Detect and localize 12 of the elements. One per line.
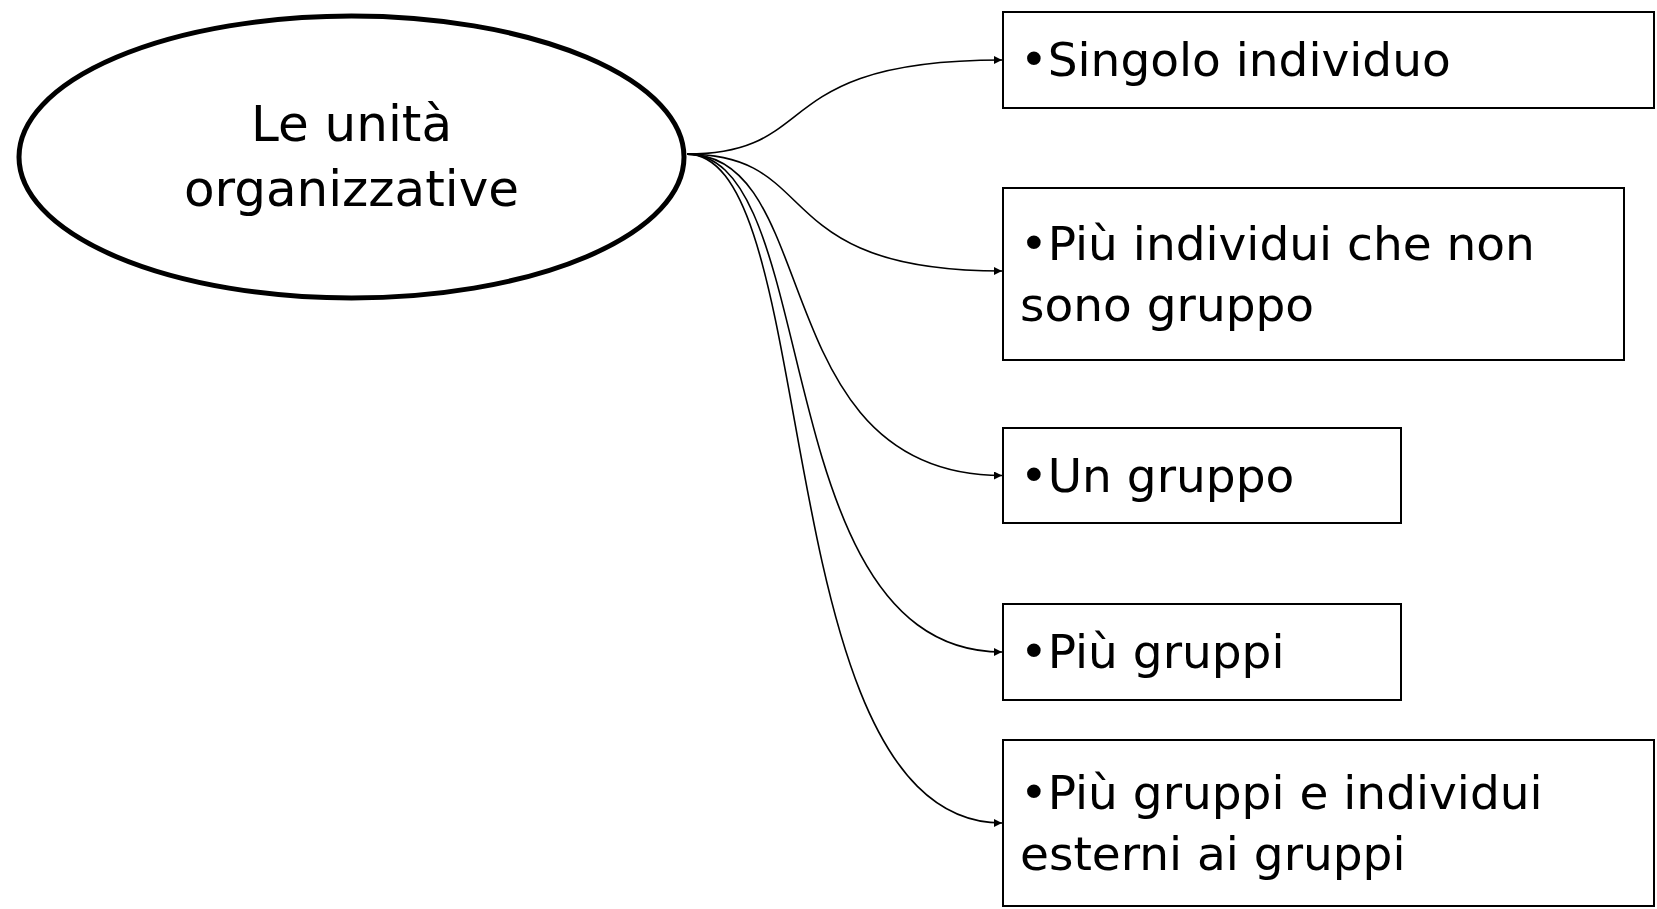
text-box [1002,427,1402,524]
list-item: •Più individui che non sono gruppo [1020,214,1536,334]
text-box [1002,739,1655,907]
text-box [1002,603,1402,701]
arrow [686,153,1003,825]
text-box [1002,11,1655,109]
node-title: Le unità organizzative [182,94,521,220]
text-box [1002,187,1625,361]
list-item: •Più gruppi e individui esterni ai gruppi [1020,763,1544,883]
list-item: •Più gruppi [1020,623,1285,682]
list-item: •Un gruppo [1020,446,1295,505]
list-item: •Singolo individuo [1020,31,1451,90]
